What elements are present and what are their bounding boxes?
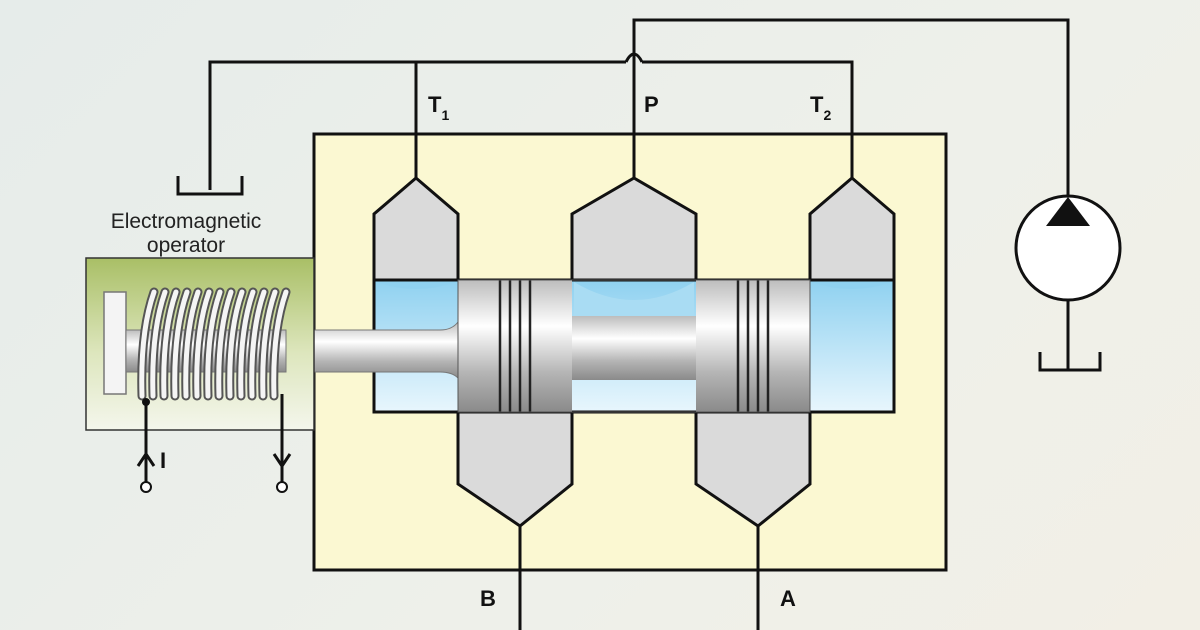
port-a-label: A xyxy=(780,586,796,611)
return-header-line xyxy=(208,60,626,190)
coil-turn-highlight xyxy=(271,289,289,399)
coil-turn-highlight xyxy=(249,289,267,399)
pump-symbol-icon xyxy=(1014,194,1122,302)
coil-turn-highlight xyxy=(183,289,201,399)
coil-turn-highlight xyxy=(172,289,190,399)
spool-waist xyxy=(572,316,696,380)
terminal-in xyxy=(140,481,152,493)
tank-symbol-icon xyxy=(176,176,244,196)
pump-tank-symbol-icon xyxy=(1038,352,1102,372)
port-b-label: B xyxy=(480,586,496,611)
current-arrow-down xyxy=(272,453,292,469)
coil-turn-highlight xyxy=(139,289,157,399)
current-label: I xyxy=(160,448,166,473)
return-header-line-right xyxy=(642,60,854,134)
fluid-meniscus-t2 xyxy=(812,282,892,289)
spool-land-right xyxy=(696,280,810,412)
port-p-label: P xyxy=(644,92,659,117)
armature-plate xyxy=(103,291,127,395)
port-t2-label: T2 xyxy=(810,92,831,123)
current-arrow-up xyxy=(136,451,156,467)
operator-label-line2: operator xyxy=(147,234,225,257)
operator-label-line1: Electromagnetic xyxy=(111,210,262,233)
coil-icon xyxy=(137,287,291,401)
coil-turn-highlight xyxy=(150,289,168,399)
coil-turn-highlight xyxy=(260,289,278,399)
terminal-out xyxy=(276,481,288,493)
spool-grooves-right xyxy=(736,280,770,412)
coil-turn-highlight xyxy=(205,289,223,399)
spool-icon xyxy=(283,279,811,413)
spool-land-left xyxy=(458,280,572,412)
coil-turn-highlight xyxy=(194,289,212,399)
fluid-meniscus-p xyxy=(574,282,694,316)
spool-grooves-left xyxy=(498,280,532,412)
spool-outline xyxy=(457,279,811,413)
coil-turn-highlight xyxy=(227,289,245,399)
pressure-line xyxy=(632,18,1070,196)
coil-lead-in-dot xyxy=(142,398,150,406)
port-t1-label: T1 xyxy=(428,92,449,123)
coil-turn-highlight xyxy=(238,289,256,399)
coil-turn-highlight xyxy=(216,289,234,399)
fluid-meniscus-t1 xyxy=(376,282,456,289)
coil-turn-highlight xyxy=(161,289,179,399)
